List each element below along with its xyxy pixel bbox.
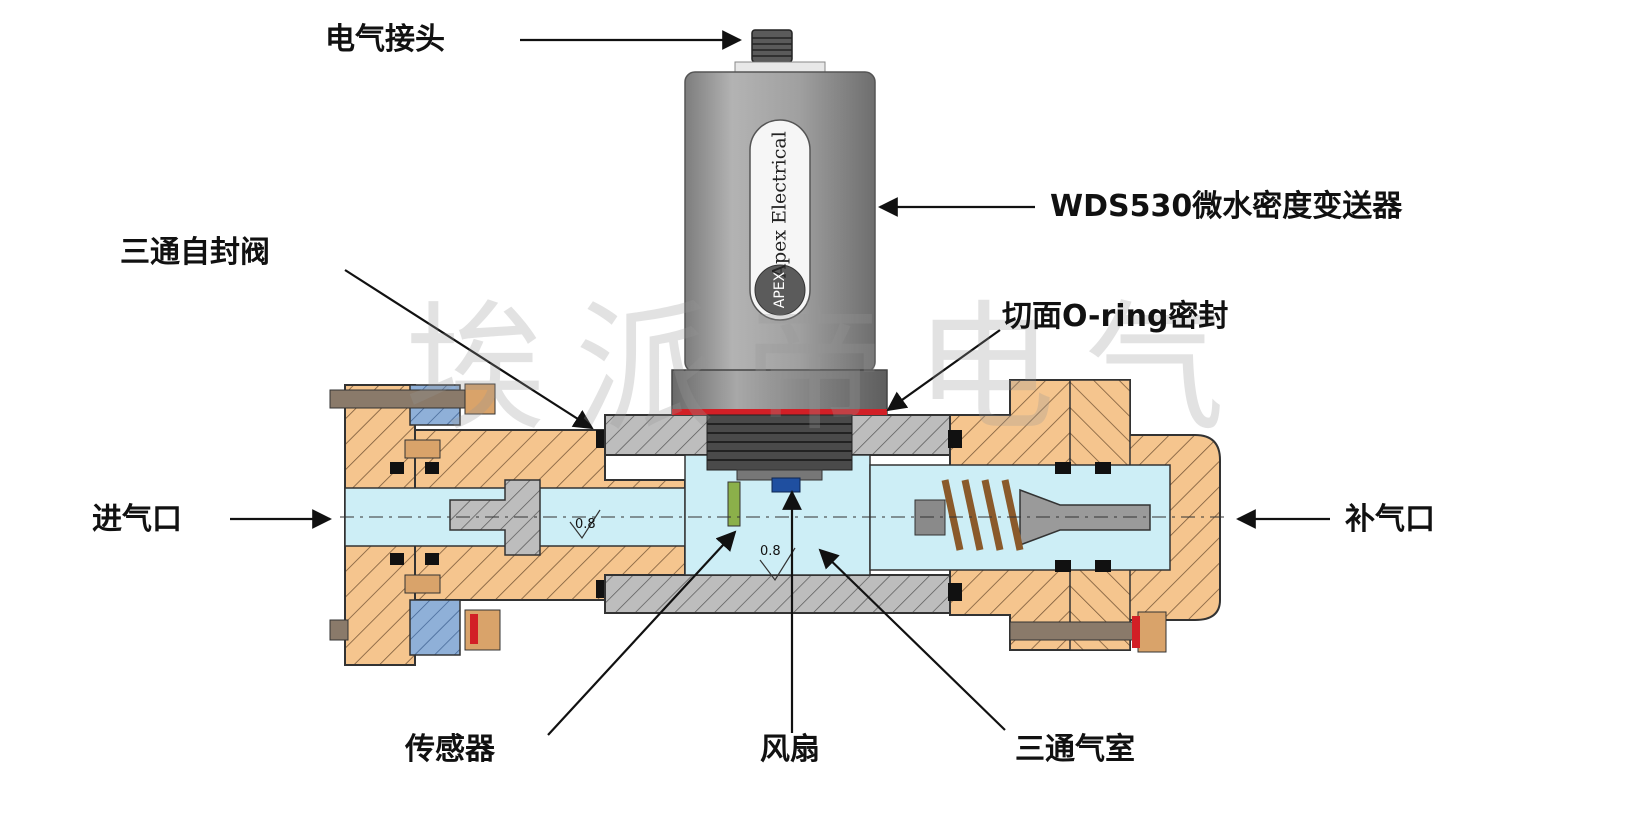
label-sensor: 传感器 [405,732,495,767]
fan-element [771,477,801,493]
label-electrical-connector: 电气接头 [325,22,445,57]
arrow-sensor [547,530,737,736]
label-face-oring-seal: 切面O-ring密封 [1002,299,1229,334]
arrow-oring [886,329,1001,412]
connector-plug [751,29,793,63]
surface-mark-value-1: 0.8 [575,517,596,532]
surface-finish-mark-2 [759,547,796,582]
label-transmitter: WDS530微水密度变送器 [1050,189,1403,224]
sensor-probe [727,481,741,527]
brand-logo-text: APEX [772,271,788,309]
label-fan: 风扇 [760,732,820,767]
spring [941,479,1024,551]
watermark: 埃派帝电气 [405,288,1256,451]
arrow-chamber [818,548,1006,731]
surface-mark-value-2: 0.8 [760,544,781,559]
label-inlet: 进气口 [92,502,182,537]
label-refill-port: 补气口 [1345,502,1435,537]
surface-finish-mark-1 [569,509,601,540]
apex-logo [754,264,806,316]
arrow-valve [344,269,594,430]
oring-seal-red [672,409,887,415]
leader-lines [230,30,1330,736]
label-gas-chamber: 三通气室 [1015,732,1135,767]
label-self-seal-valve: 三通自封阀 [120,235,270,270]
